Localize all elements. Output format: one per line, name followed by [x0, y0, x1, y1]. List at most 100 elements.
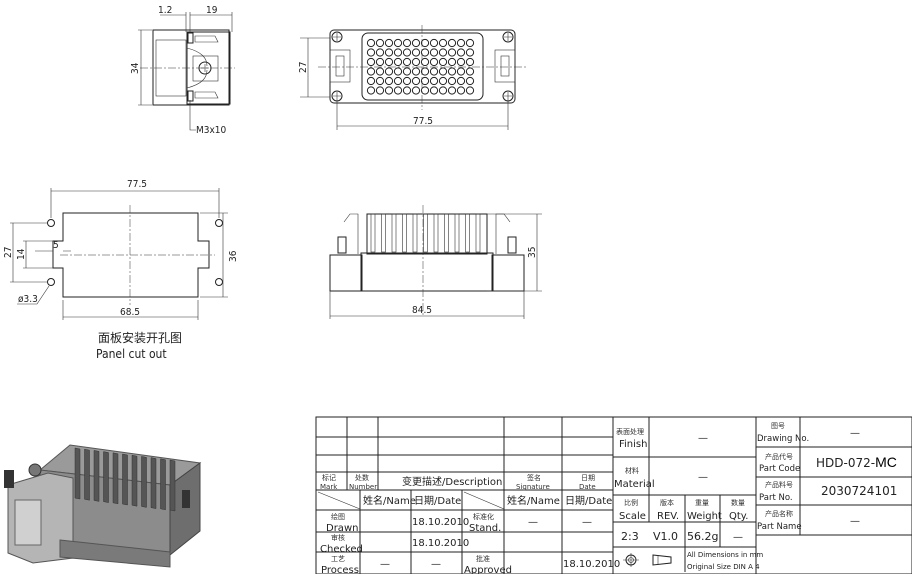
- locking-screw-icon: [337, 236, 347, 254]
- dim-notch-depth: 5: [53, 240, 59, 251]
- side-view: 1.2 19 34 M3x10: [130, 5, 235, 136]
- contact-hole: [438, 86, 448, 95]
- profile-view: 35 84.5: [329, 205, 542, 319]
- rev-label-cn: 版本: [660, 498, 674, 507]
- cooling-fins: [370, 213, 481, 253]
- contact-hole: [420, 57, 430, 67]
- contact-hole: [402, 48, 412, 57]
- contact-hole: [465, 57, 475, 67]
- process-name: —: [380, 559, 390, 570]
- contact-hole: [429, 38, 439, 48]
- cooling-fin: [381, 213, 386, 253]
- dim-hole-pitch: 77.5: [127, 179, 147, 190]
- contact-hole: [375, 48, 385, 57]
- dim-height: 36: [228, 250, 239, 262]
- mounting-screw-icon: [502, 90, 514, 102]
- weight-value: 56.2g: [687, 530, 718, 543]
- contact-hole: [447, 38, 457, 48]
- contact-hole: [393, 57, 403, 67]
- contact-hole: [420, 67, 430, 76]
- dim-width: 77.5: [413, 116, 433, 127]
- qty-label-cn: 数量: [731, 498, 745, 507]
- cooling-fin: [475, 213, 481, 253]
- dim-height: 27: [298, 62, 309, 73]
- contact-hole: [402, 76, 412, 86]
- contact-hole: [366, 86, 376, 95]
- contact-hole: [393, 48, 403, 57]
- contact-hole: [393, 76, 403, 86]
- contact-hole: [402, 67, 412, 76]
- contact-hole: [447, 57, 457, 67]
- contact-hole: [375, 76, 385, 86]
- contact-hole: [384, 48, 394, 57]
- drawing-no-label: Drawing No.: [757, 434, 809, 444]
- contact-hole: [384, 76, 394, 86]
- checked-label: Checked: [320, 544, 363, 555]
- contact-hole: [438, 67, 448, 76]
- approved-label-cn: 批准: [476, 554, 490, 563]
- iso-fins: [74, 447, 176, 512]
- contact-hole: [447, 86, 457, 95]
- cooling-fin: [412, 213, 418, 253]
- cooling-fin: [433, 213, 439, 253]
- part-name-label-cn: 产品名称: [765, 509, 793, 518]
- iso-fin: [160, 458, 166, 511]
- drawn-date: 18.10.2010: [412, 517, 469, 528]
- contact-hole: [456, 67, 466, 76]
- contact-hole: [447, 48, 457, 57]
- contact-hole: [411, 57, 421, 67]
- finish-value: —: [698, 433, 708, 444]
- contact-hole: [456, 57, 466, 67]
- contact-hole: [429, 57, 439, 67]
- part-no-value: 2030724101: [821, 484, 897, 498]
- material-value: —: [698, 472, 708, 483]
- contact-hole: [465, 38, 475, 48]
- part-code-label: Part Code: [759, 464, 800, 474]
- front-view: 27 77.5: [298, 25, 528, 130]
- contact-grid: [366, 38, 475, 95]
- contact-hole: [411, 38, 421, 48]
- contact-hole: [447, 67, 457, 76]
- name-header: 姓名/Name: [363, 494, 416, 507]
- signature-label-cn: 签名: [527, 473, 541, 482]
- contact-hole: [429, 67, 439, 76]
- contact-hole: [411, 76, 421, 86]
- contact-hole: [429, 48, 439, 57]
- drawn-label-cn: 绘图: [331, 512, 345, 521]
- weight-label: Weight: [687, 511, 722, 522]
- mark-label: Mark: [320, 483, 338, 491]
- part-no-label-cn: 产品料号: [765, 480, 793, 489]
- dim-height: 34: [130, 62, 141, 74]
- contact-hole: [393, 38, 403, 48]
- mounting-screw-icon: [331, 31, 343, 43]
- iso-fin: [141, 456, 147, 508]
- contact-hole: [438, 38, 448, 48]
- contact-hole: [465, 48, 475, 57]
- dim-width-1: 1.2: [158, 5, 172, 16]
- screw-label: M3x10: [196, 125, 227, 136]
- dim-hole-vert: 27: [3, 247, 14, 258]
- contact-hole: [393, 67, 403, 76]
- stand-label: Stand.: [469, 523, 501, 534]
- contact-hole: [411, 86, 421, 95]
- drawn-label: Drawn: [326, 523, 358, 534]
- iso-fin: [103, 451, 109, 503]
- date-header-2: 日期/Date: [565, 495, 612, 507]
- finish-label: Finish: [619, 439, 647, 450]
- part-code-label-cn: 产品代号: [765, 452, 793, 461]
- contact-hole: [420, 86, 430, 95]
- cooling-fin: [423, 213, 428, 253]
- process-label: Process: [321, 565, 359, 574]
- isometric-render: [4, 444, 202, 568]
- contact-hole: [393, 86, 403, 95]
- contact-hole: [375, 86, 385, 95]
- checked-date: 18.10.2010: [412, 538, 469, 549]
- iso-fin: [74, 447, 81, 500]
- contact-hole: [420, 48, 430, 57]
- contact-hole: [384, 86, 394, 95]
- material-label: Material: [614, 479, 655, 490]
- contact-hole: [384, 57, 394, 67]
- contact-hole: [420, 76, 430, 86]
- mounting-screw-icon: [331, 90, 343, 102]
